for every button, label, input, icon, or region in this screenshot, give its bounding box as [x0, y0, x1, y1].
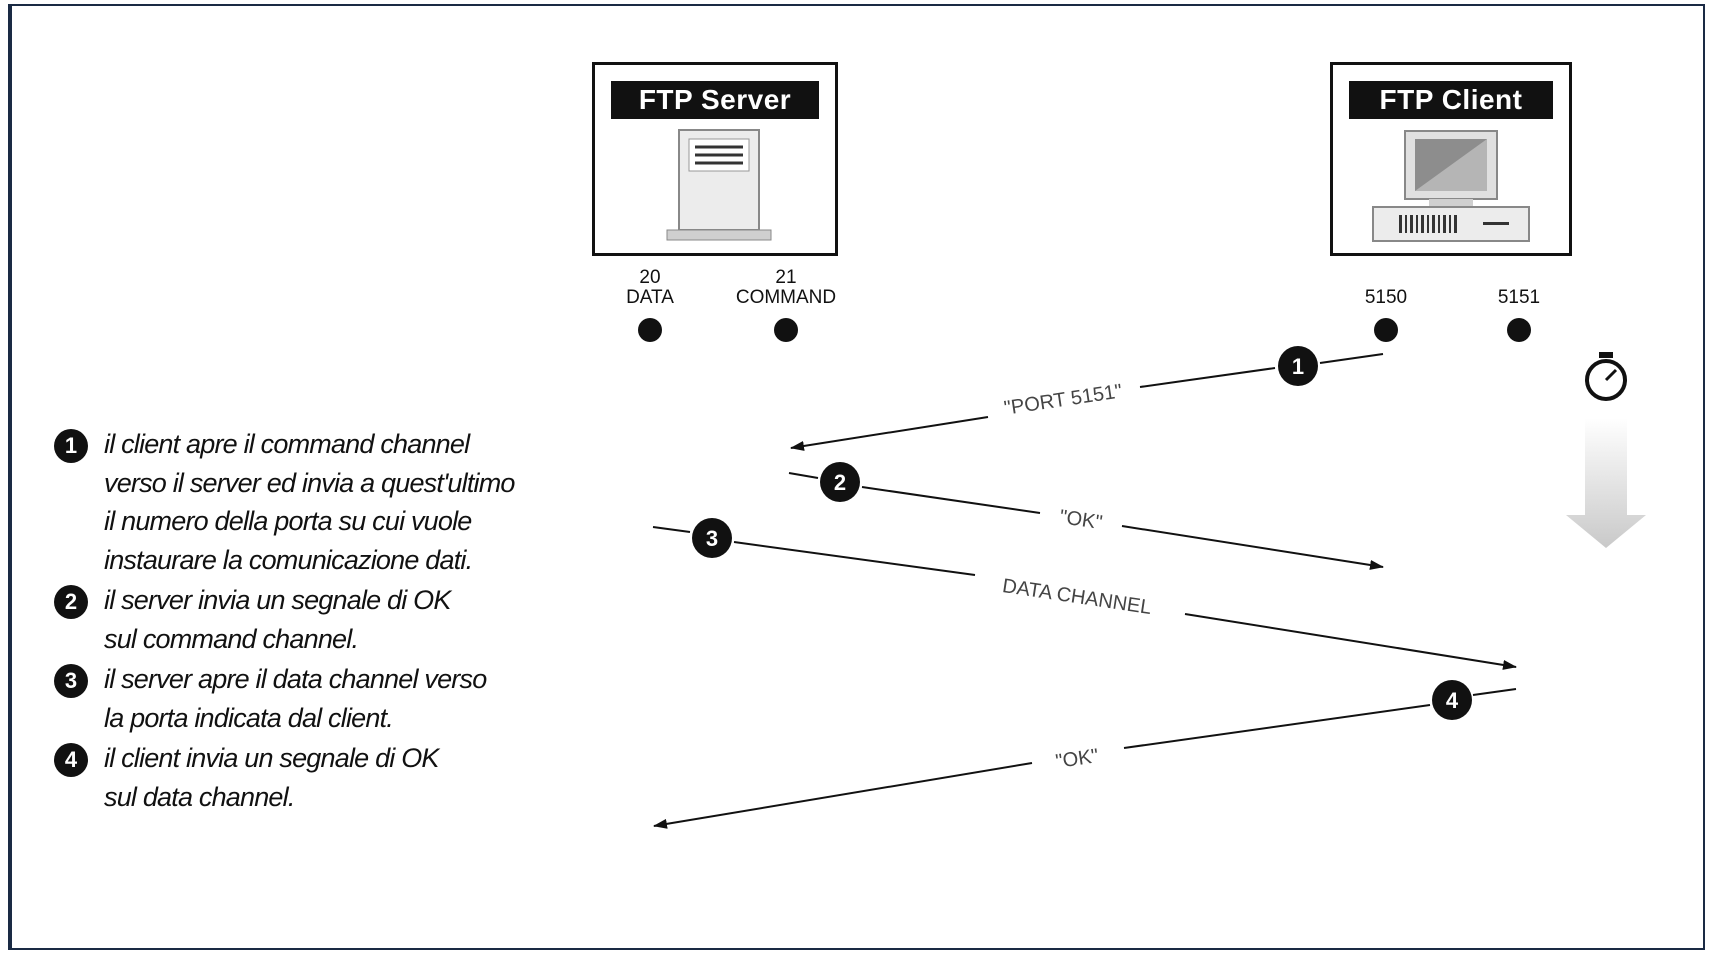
- legend-badge-1: 1: [54, 429, 88, 463]
- message-data-channel-label: DATA CHANNEL: [1001, 575, 1153, 619]
- legend-text: il client invia un segnale di OK: [104, 743, 439, 773]
- legend-text: sul data channel.: [104, 781, 295, 812]
- legend-badge-4: 4: [54, 743, 88, 777]
- message-ok-data-label: "OK": [1054, 745, 1100, 773]
- port-number-client-command: 5150: [1364, 287, 1408, 308]
- port-number-server-command: 21: [775, 267, 797, 288]
- legend-text: sul command channel.: [104, 623, 359, 654]
- message-ok-command: "OK": [788, 472, 1384, 570]
- ftp-client-box: FTP Client: [1330, 62, 1572, 256]
- legend-text: il client apre il command channel: [104, 429, 470, 459]
- legend-text: la porta indicata dal client.: [104, 702, 394, 733]
- port-name-server-command: COMMAND: [735, 287, 837, 308]
- stopwatch-icon: [1585, 352, 1627, 401]
- legend-badge-3: 3: [54, 664, 88, 698]
- port-number-client-data: 5151: [1497, 287, 1541, 308]
- legend-item-4: 4 il client invia un segnale di OK sul d…: [52, 739, 652, 816]
- lifeline-client-data: [1507, 318, 1531, 885]
- port-label-server-data: 20 DATA: [626, 268, 674, 308]
- server-tower-icon: [666, 129, 772, 241]
- desktop-computer-icon: [1372, 130, 1530, 242]
- ftp-server-title: FTP Server: [611, 81, 819, 119]
- legend-text: instaurare la comunicazione dati.: [104, 544, 473, 575]
- message-port-label: "PORT 5151": [1003, 380, 1124, 419]
- lifeline-client-command: [1374, 318, 1398, 885]
- port-label-client-data: 5151: [1498, 288, 1540, 308]
- legend-badge-2: 2: [54, 585, 88, 619]
- step-badge-4: 4: [1432, 680, 1472, 720]
- legend-item-1: 1 il client apre il command channel vers…: [52, 425, 652, 579]
- legend-item-3: 3 il server apre il data channel verso l…: [52, 660, 652, 737]
- port-label-server-command: 21 COMMAND: [736, 268, 836, 308]
- legend-text: verso il server ed invia a quest'ultimo: [104, 467, 515, 498]
- step-badge-2-number: 2: [834, 470, 846, 495]
- message-ok-command-label: "OK": [1058, 506, 1104, 534]
- ftp-client-title: FTP Client: [1349, 81, 1553, 119]
- legend-item-2: 2 il server invia un segnale di OK sul c…: [52, 581, 652, 658]
- legend-text: il numero della porta su cui vuole: [104, 506, 472, 536]
- port-label-client-command: 5150: [1365, 288, 1407, 308]
- lifeline-server-command: [774, 318, 798, 885]
- lifeline-server-data: [638, 318, 662, 885]
- ftp-server-box: FTP Server: [592, 62, 838, 256]
- arrow-down-icon: [1566, 418, 1646, 548]
- step-badge-1-number: 1: [1292, 354, 1304, 379]
- legend: 1 il client apre il command channel vers…: [52, 425, 652, 818]
- step-badge-3: 3: [692, 518, 732, 558]
- step-badge-2: 2: [820, 462, 860, 502]
- step-badge-3-number: 3: [706, 526, 718, 551]
- legend-text: il server apre il data channel verso: [104, 664, 487, 694]
- message-ok-data: "OK": [653, 688, 1517, 829]
- legend-text: il server invia un segnale di OK: [104, 585, 451, 615]
- step-badge-1: 1: [1278, 346, 1318, 386]
- step-badge-4-number: 4: [1446, 688, 1459, 713]
- port-number-server-data: 20: [639, 267, 661, 288]
- port-name-server-data: DATA: [626, 287, 674, 308]
